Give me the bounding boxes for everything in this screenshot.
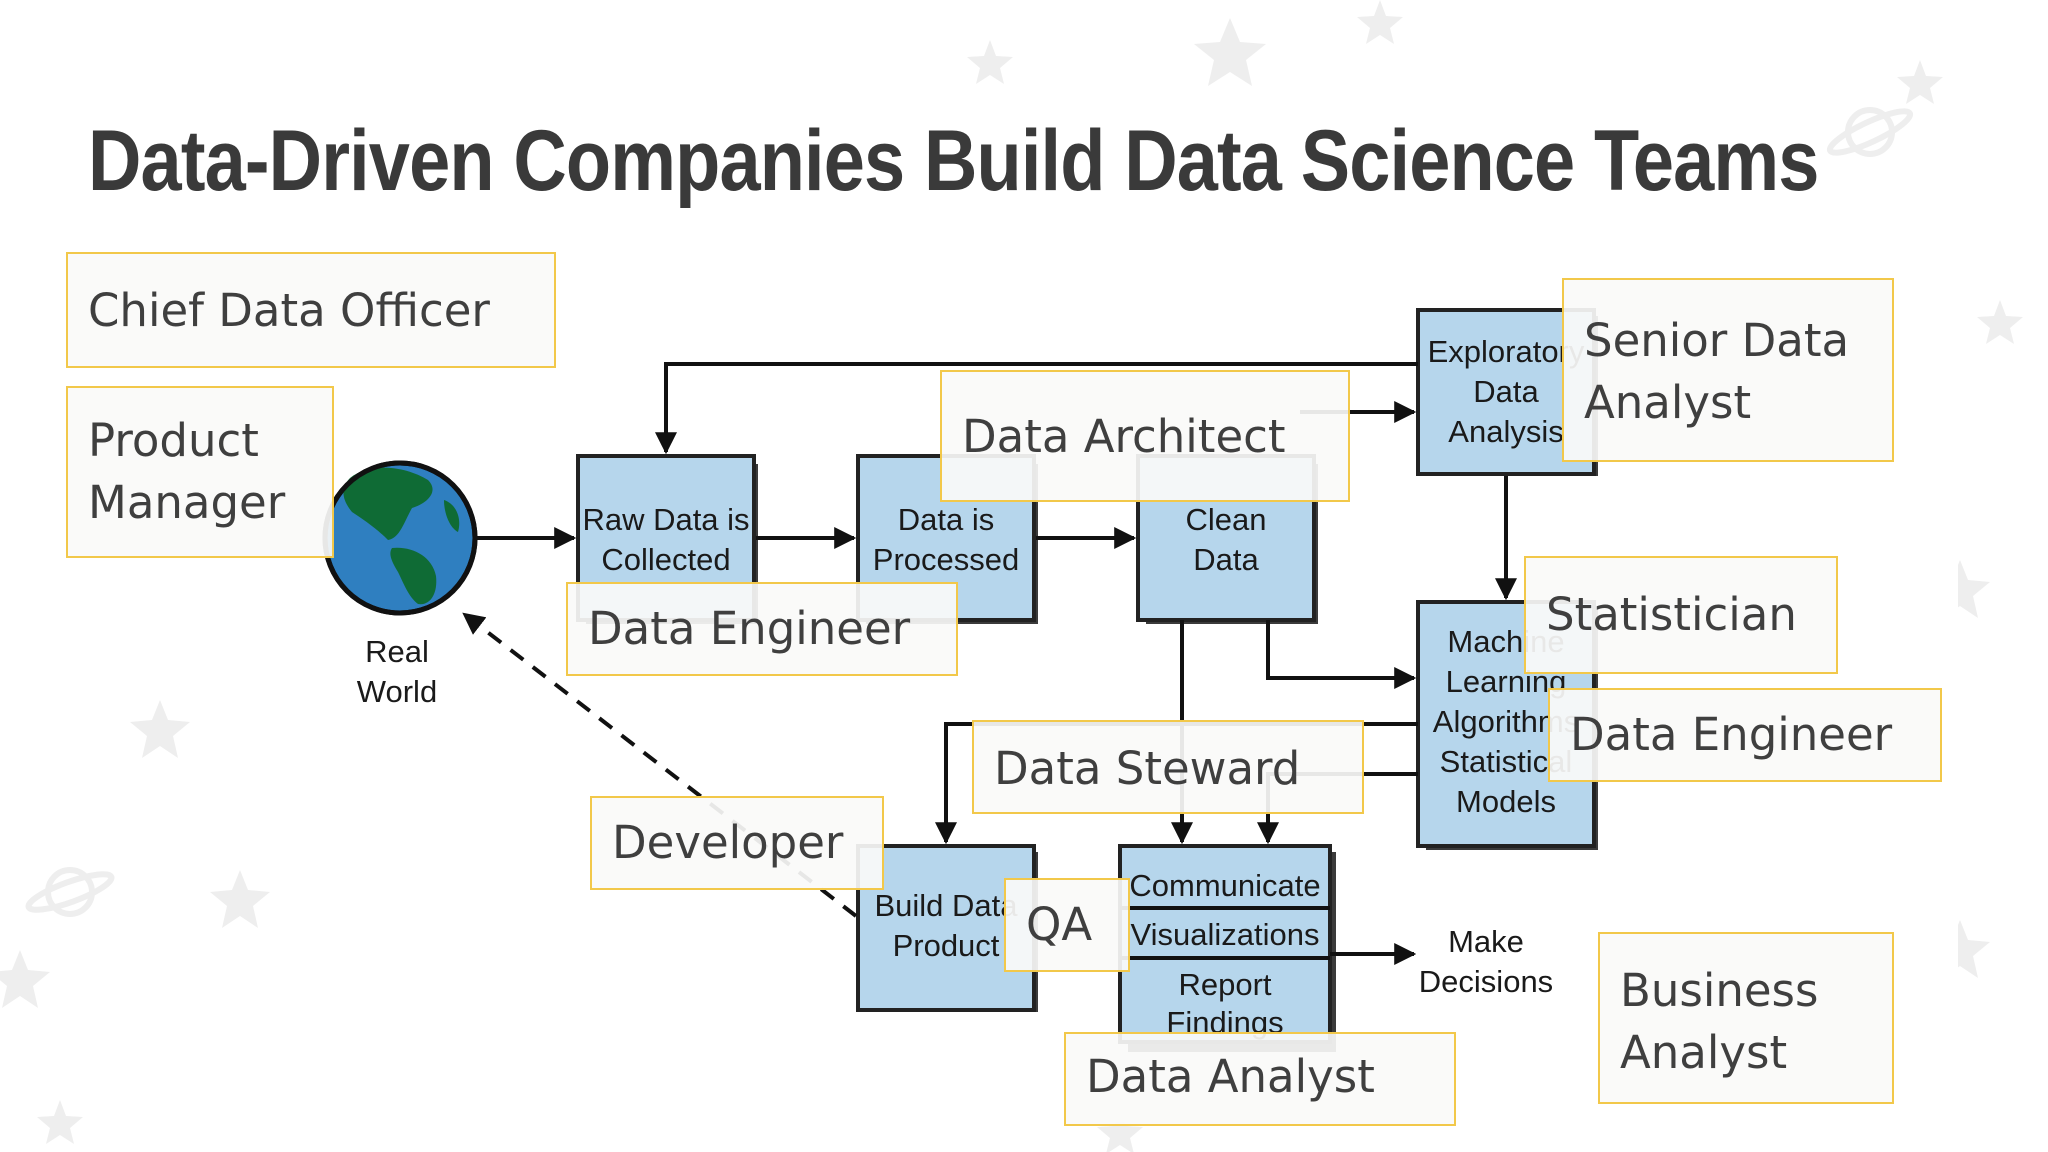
globe-icon (322, 460, 478, 616)
arrow-eda-to-raw (655, 362, 1418, 455)
role-data-engineer-ml: Data Engineer (1548, 688, 1942, 782)
node-processed-line-2: Processed (873, 542, 1019, 577)
node-make-decisions-line-1: Make (1448, 924, 1524, 959)
slide-title: Data-Driven Companies Build Data Science… (88, 113, 1819, 209)
star-icon (967, 40, 1013, 84)
role-senior-data-analyst: Senior Data Analyst (1562, 278, 1894, 462)
role-qa-text: QA (1026, 898, 1093, 951)
role-developer-text: Developer (612, 816, 844, 869)
node-clean-line-1: Clean (1186, 502, 1267, 537)
role-senior-data-analyst-line-1: Senior Data (1584, 314, 1850, 367)
node-real-world-line-1: Real (365, 634, 429, 669)
node-ml-line-5: Models (1456, 784, 1556, 819)
node-processed-line-1: Data is (898, 502, 994, 537)
role-data-architect: Data Architect (940, 370, 1350, 502)
role-data-steward: Data Steward (972, 720, 1364, 814)
role-business-analyst-line-1: Business (1620, 964, 1819, 1017)
star-icon (1194, 18, 1266, 86)
role-senior-data-analyst-line-2: Analyst (1584, 376, 1752, 429)
node-exploratory-line-2: Data (1473, 374, 1539, 409)
role-data-engineer-pipeline-text: Data Engineer (588, 602, 911, 655)
node-make-decisions-line-2: Decisions (1419, 964, 1553, 999)
role-data-analyst-text: Data Analyst (1086, 1050, 1375, 1103)
role-product-manager-line-1: Product (88, 414, 259, 467)
role-data-engineer-pipeline: Data Engineer (566, 582, 958, 676)
node-report-line-1: Report (1178, 967, 1271, 1002)
role-business-analyst: Business Analyst (1598, 932, 1894, 1104)
node-real-world-line-2: World (357, 674, 437, 709)
node-raw-data-line-1: Raw Data is (582, 502, 749, 537)
role-statistician-text: Statistician (1546, 588, 1797, 641)
role-business-analyst-line-2: Analyst (1620, 1026, 1788, 1079)
node-clean-line-2: Data (1193, 542, 1259, 577)
star-icon (1897, 60, 1943, 104)
role-statistician: Statistician (1524, 556, 1838, 674)
role-product-manager: Product Manager (66, 386, 334, 558)
node-raw-data-line-2: Collected (601, 542, 730, 577)
star-icon (1930, 560, 1990, 618)
star-icon (1930, 920, 1990, 978)
node-exploratory-line-3: Analysis (1448, 414, 1563, 449)
role-data-architect-text: Data Architect (962, 410, 1286, 463)
role-chief-data-officer: Chief Data Officer (66, 252, 556, 368)
star-icon (1097, 1110, 1143, 1152)
planet-ring-icon (1826, 108, 1914, 156)
star-icon (130, 700, 190, 758)
node-build-line-2: Product (893, 928, 1000, 963)
planet-ring-icon (25, 871, 115, 913)
node-communicate-group (1118, 844, 1332, 1044)
arrow-clean-to-ml (1266, 620, 1417, 689)
star-icon (37, 1100, 83, 1144)
star-icon (1357, 0, 1403, 44)
role-qa: QA (1004, 878, 1130, 972)
star-icon (1977, 300, 2023, 344)
role-product-manager-line-2: Manager (88, 476, 286, 529)
role-developer: Developer (590, 796, 884, 890)
node-communicate: Communicate (1129, 868, 1320, 903)
node-visualizations: Visualizations (1131, 917, 1320, 952)
star-icon (0, 950, 50, 1008)
role-data-steward-text: Data Steward (994, 742, 1301, 795)
star-icon (210, 870, 270, 928)
role-data-engineer-ml-text: Data Engineer (1570, 708, 1893, 761)
role-data-analyst: Data Analyst (1064, 1032, 1456, 1126)
role-chief-data-officer-text: Chief Data Officer (88, 284, 490, 337)
node-exploratory-line-1: Exploratory (1428, 334, 1585, 369)
node-build-line-1: Build Data (874, 888, 1018, 923)
